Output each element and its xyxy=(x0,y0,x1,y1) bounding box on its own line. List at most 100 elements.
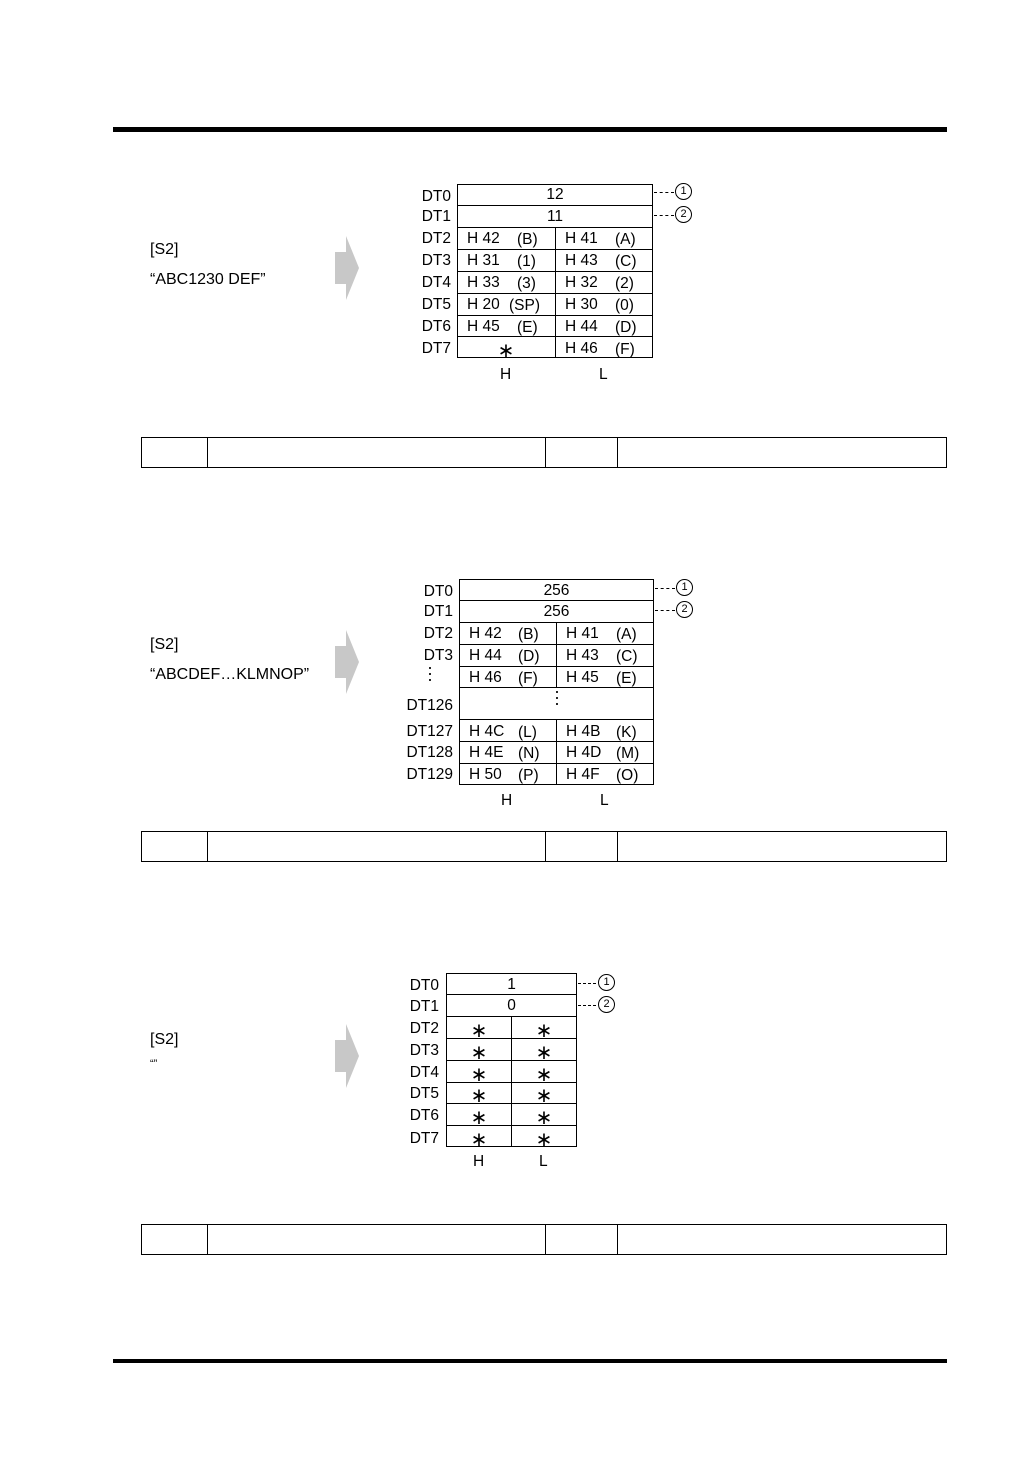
circled-number-marker: 2 xyxy=(598,996,615,1013)
row-label: DT2 xyxy=(409,1020,439,1037)
undefined-byte-mark: ∗ xyxy=(470,1085,488,1107)
undefined-byte-mark: ∗ xyxy=(535,1085,553,1107)
row-label: DT1 xyxy=(421,208,451,225)
hex-code: H 41 xyxy=(566,625,599,642)
char-code: (F) xyxy=(615,341,635,358)
char-code: (C) xyxy=(615,253,637,270)
dt1-value: 256 xyxy=(543,603,570,620)
char-code: (C) xyxy=(616,648,638,665)
undefined-byte-mark: ∗ xyxy=(535,1129,553,1151)
char-code: (B) xyxy=(518,626,539,643)
right-arrow-icon xyxy=(335,236,359,300)
footer-rule xyxy=(113,1359,947,1363)
info-table xyxy=(141,1224,947,1255)
hex-code: H 43 xyxy=(565,252,598,269)
hex-code: H 4E xyxy=(469,744,504,761)
hex-code: H 20 xyxy=(467,296,500,313)
hex-code: H 44 xyxy=(565,318,598,335)
circled-number-marker: 1 xyxy=(598,974,615,991)
hex-code: H 4F xyxy=(566,766,600,783)
char-code: (L) xyxy=(518,724,537,741)
low-byte-label: L xyxy=(599,366,608,383)
dt0-value: 1 xyxy=(507,976,516,993)
row-label: DT4 xyxy=(421,274,451,291)
hex-code: H 4D xyxy=(566,744,602,761)
undefined-byte-mark: ∗ xyxy=(470,1064,488,1086)
row-label: DT3 xyxy=(421,252,451,269)
circled-number-marker: 2 xyxy=(675,206,692,223)
dt1-value: 11 xyxy=(546,208,564,225)
hex-code: H 4B xyxy=(566,723,601,740)
undefined-byte-mark: ∗ xyxy=(470,1129,488,1151)
s2-string-value: “” xyxy=(150,1058,158,1070)
char-code: (B) xyxy=(517,231,538,248)
marker-leader xyxy=(655,610,675,611)
char-code: (D) xyxy=(615,319,637,336)
s2-operand-label: [S2] xyxy=(150,1031,179,1048)
marker-leader xyxy=(578,1005,596,1006)
hex-code: H 45 xyxy=(467,318,500,335)
hex-code: H 46 xyxy=(565,340,598,357)
high-byte-label: H xyxy=(473,1153,485,1170)
dt0-value: 12 xyxy=(546,186,564,203)
low-byte-label: L xyxy=(600,792,609,809)
char-code: (K) xyxy=(616,724,637,741)
s2-operand-label: [S2] xyxy=(150,241,179,258)
row-label: DT5 xyxy=(409,1085,439,1102)
char-code: (SP) xyxy=(509,297,540,314)
row-label: DT0 xyxy=(409,977,439,994)
l-byte-cell xyxy=(556,763,654,785)
hex-code: H 50 xyxy=(469,766,502,783)
undefined-byte-mark: ∗ xyxy=(497,340,515,362)
dt1-value: 0 xyxy=(507,997,516,1014)
hex-code: H 42 xyxy=(467,230,500,247)
char-code: (P) xyxy=(518,767,539,784)
row-label: DT0 xyxy=(423,583,453,600)
char-code: (M) xyxy=(616,745,640,762)
l-byte-cell xyxy=(511,1125,577,1147)
l-byte-cell xyxy=(555,336,653,358)
row-label: DT3 xyxy=(409,1042,439,1059)
char-code: (A) xyxy=(615,231,636,248)
s2-operand-label: [S2] xyxy=(150,636,179,653)
circled-number-marker: 1 xyxy=(675,183,692,200)
char-code: (3) xyxy=(517,275,536,292)
header-rule xyxy=(113,127,947,132)
row-label: DT4 xyxy=(409,1064,439,1081)
row-label: DT5 xyxy=(421,296,451,313)
char-code: (1) xyxy=(517,253,536,270)
char-code: (0) xyxy=(615,297,634,314)
char-code: (E) xyxy=(616,670,637,687)
hex-code: H 42 xyxy=(469,625,502,642)
info-table xyxy=(141,437,947,468)
hex-code: H 30 xyxy=(565,296,598,313)
hex-code: H 4C xyxy=(469,723,505,740)
undefined-byte-mark: ∗ xyxy=(470,1042,488,1064)
char-code: (D) xyxy=(518,648,540,665)
row-label: DT2 xyxy=(421,230,451,247)
hex-code: H 46 xyxy=(469,669,502,686)
row-label: DT0 xyxy=(421,188,451,205)
row-label: DT1 xyxy=(409,998,439,1015)
s2-string-value: “ABCDEF…KLMNOP” xyxy=(150,666,310,683)
right-arrow-icon xyxy=(335,630,359,694)
marker-leader xyxy=(655,588,675,589)
char-code: (O) xyxy=(616,767,639,784)
dt0-value: 256 xyxy=(543,582,570,599)
circled-number-marker: 2 xyxy=(676,601,693,618)
hex-code: H 41 xyxy=(565,230,598,247)
high-byte-label: H xyxy=(500,366,512,383)
char-code: (E) xyxy=(517,319,538,336)
right-arrow-icon xyxy=(335,1024,359,1088)
hex-code: H 33 xyxy=(467,274,500,291)
high-byte-label: H xyxy=(501,792,513,809)
vertical-ellipsis: ··· xyxy=(554,681,560,713)
char-code: (N) xyxy=(518,745,540,762)
undefined-byte-mark: ∗ xyxy=(535,1064,553,1086)
hex-code: H 32 xyxy=(565,274,598,291)
char-code: (F) xyxy=(518,670,538,687)
row-label: DT126 xyxy=(406,697,453,714)
row-label: DT7 xyxy=(421,340,451,357)
hex-code: H 45 xyxy=(566,669,599,686)
char-code: (2) xyxy=(615,275,634,292)
